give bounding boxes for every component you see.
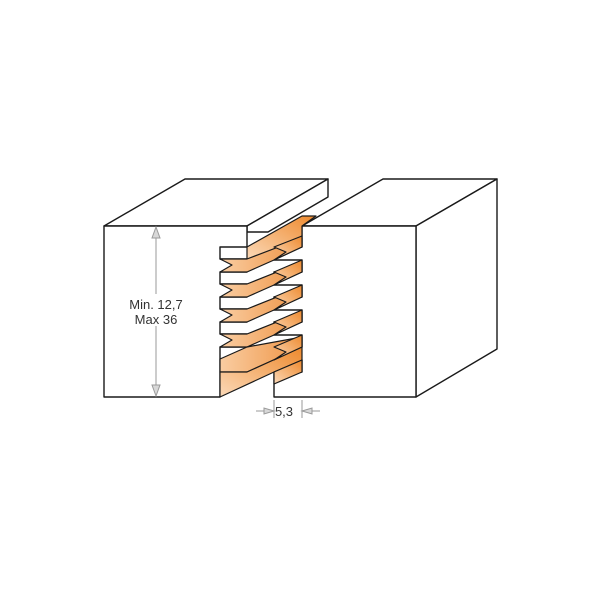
height-dimension [151, 225, 161, 398]
height-min-text: Min. 12,7 [129, 297, 183, 312]
height-max-text: Max 36 [134, 312, 178, 327]
width-dimension [256, 400, 320, 418]
finger-right-5 [273, 334, 303, 361]
finger-right-6 [273, 359, 303, 385]
finger-right-2 [273, 259, 303, 286]
width-dimension-label: 5,3 [274, 404, 294, 419]
finger-profile [219, 215, 317, 398]
arrow-down-icon [151, 384, 161, 398]
right-block [273, 178, 498, 398]
finger-right-4 [273, 309, 303, 336]
left-block [103, 178, 329, 398]
arrow-left-icon [300, 407, 313, 415]
finger-right-3 [273, 284, 303, 311]
finger-right-1 [273, 235, 303, 261]
arrow-right-icon [263, 407, 276, 415]
height-dimension-label: Min. 12,7 Max 36 [124, 297, 188, 327]
arrow-up-icon [151, 225, 161, 239]
